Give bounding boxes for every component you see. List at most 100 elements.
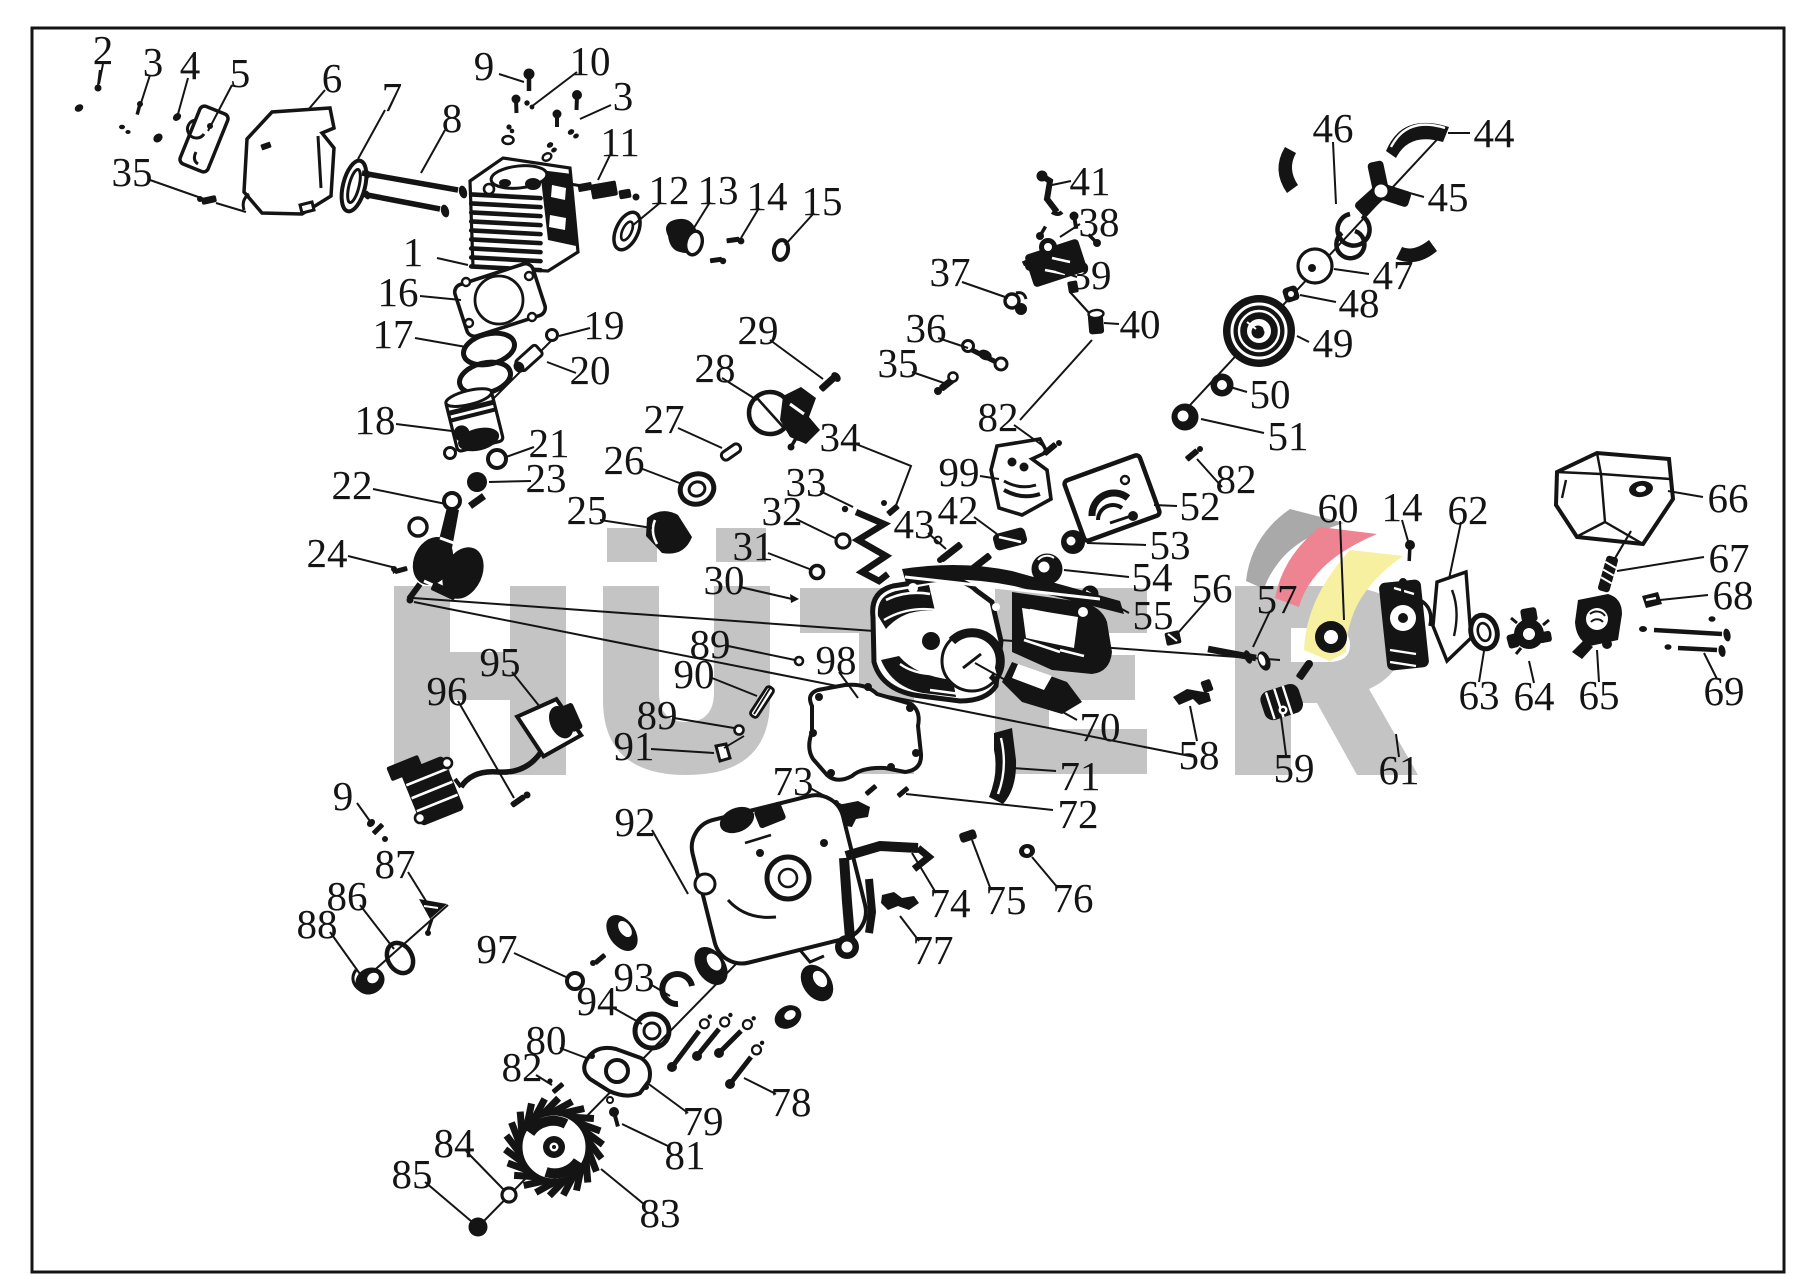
svg-text:88: 88 bbox=[297, 901, 338, 947]
svg-text:32: 32 bbox=[762, 488, 803, 534]
svg-text:84: 84 bbox=[434, 1120, 475, 1166]
svg-text:97: 97 bbox=[477, 926, 518, 972]
svg-text:90: 90 bbox=[674, 651, 715, 697]
svg-text:42: 42 bbox=[938, 487, 979, 533]
svg-text:39: 39 bbox=[1071, 252, 1112, 298]
svg-text:75: 75 bbox=[986, 877, 1027, 923]
svg-text:89: 89 bbox=[637, 692, 678, 738]
svg-text:72: 72 bbox=[1058, 791, 1099, 837]
svg-text:19: 19 bbox=[584, 302, 625, 348]
svg-text:29: 29 bbox=[738, 307, 779, 353]
svg-text:53: 53 bbox=[1150, 522, 1191, 568]
svg-text:70: 70 bbox=[1080, 704, 1121, 750]
svg-text:56: 56 bbox=[1192, 565, 1233, 611]
svg-text:35: 35 bbox=[112, 149, 153, 195]
svg-text:7: 7 bbox=[382, 74, 403, 120]
svg-text:55: 55 bbox=[1133, 592, 1174, 638]
svg-text:3: 3 bbox=[613, 73, 634, 119]
svg-text:28: 28 bbox=[695, 345, 736, 391]
svg-text:9: 9 bbox=[474, 43, 495, 89]
svg-text:64: 64 bbox=[1514, 673, 1555, 719]
svg-text:71: 71 bbox=[1060, 753, 1101, 799]
svg-text:82: 82 bbox=[1216, 456, 1257, 502]
svg-text:63: 63 bbox=[1459, 672, 1500, 718]
svg-text:92: 92 bbox=[615, 799, 656, 845]
svg-text:27: 27 bbox=[644, 396, 685, 442]
svg-text:20: 20 bbox=[570, 347, 611, 393]
svg-text:59: 59 bbox=[1274, 745, 1315, 791]
svg-text:54: 54 bbox=[1132, 554, 1173, 600]
svg-text:51: 51 bbox=[1268, 413, 1309, 459]
svg-text:43: 43 bbox=[894, 501, 935, 547]
svg-text:18: 18 bbox=[355, 397, 396, 443]
svg-text:96: 96 bbox=[427, 668, 468, 714]
svg-text:58: 58 bbox=[1179, 732, 1220, 778]
svg-text:86: 86 bbox=[327, 873, 368, 919]
svg-text:22: 22 bbox=[332, 462, 373, 508]
svg-text:17: 17 bbox=[373, 311, 414, 357]
svg-text:82: 82 bbox=[978, 394, 1019, 440]
svg-text:73: 73 bbox=[773, 758, 814, 804]
svg-text:10: 10 bbox=[570, 38, 611, 84]
svg-text:25: 25 bbox=[567, 487, 608, 533]
svg-text:26: 26 bbox=[604, 437, 645, 483]
svg-text:4: 4 bbox=[180, 42, 201, 88]
svg-text:44: 44 bbox=[1474, 110, 1515, 156]
svg-text:95: 95 bbox=[480, 639, 521, 685]
svg-text:34: 34 bbox=[820, 414, 861, 460]
svg-text:11: 11 bbox=[600, 119, 639, 165]
svg-text:1: 1 bbox=[403, 229, 424, 275]
svg-text:65: 65 bbox=[1579, 672, 1620, 718]
svg-text:47: 47 bbox=[1373, 252, 1414, 298]
svg-text:81: 81 bbox=[665, 1132, 706, 1178]
svg-text:78: 78 bbox=[771, 1079, 812, 1125]
svg-text:6: 6 bbox=[322, 55, 343, 101]
svg-text:38: 38 bbox=[1079, 199, 1120, 245]
svg-text:23: 23 bbox=[526, 455, 567, 501]
svg-text:46: 46 bbox=[1313, 105, 1354, 151]
svg-text:77: 77 bbox=[913, 927, 954, 973]
svg-text:82: 82 bbox=[502, 1044, 543, 1090]
svg-text:36: 36 bbox=[906, 305, 947, 351]
svg-text:50: 50 bbox=[1250, 371, 1291, 417]
svg-text:79: 79 bbox=[683, 1098, 724, 1144]
svg-text:35: 35 bbox=[878, 340, 919, 386]
svg-text:62: 62 bbox=[1448, 487, 1489, 533]
svg-text:94: 94 bbox=[577, 978, 618, 1024]
svg-text:67: 67 bbox=[1709, 535, 1750, 581]
svg-text:98: 98 bbox=[816, 637, 857, 683]
svg-text:21: 21 bbox=[529, 420, 570, 466]
svg-text:13: 13 bbox=[698, 167, 739, 213]
svg-text:76: 76 bbox=[1053, 875, 1094, 921]
svg-text:14: 14 bbox=[747, 173, 788, 219]
svg-text:37: 37 bbox=[930, 249, 971, 295]
svg-text:15: 15 bbox=[802, 178, 843, 224]
svg-text:40: 40 bbox=[1120, 301, 1161, 347]
svg-text:12: 12 bbox=[649, 167, 690, 213]
svg-text:60: 60 bbox=[1318, 485, 1359, 531]
svg-text:41: 41 bbox=[1070, 158, 1111, 204]
svg-text:52: 52 bbox=[1180, 483, 1221, 529]
svg-text:74: 74 bbox=[930, 880, 971, 926]
svg-text:2: 2 bbox=[93, 27, 114, 73]
svg-text:61: 61 bbox=[1379, 747, 1420, 793]
svg-text:89: 89 bbox=[690, 621, 731, 667]
svg-text:69: 69 bbox=[1704, 668, 1745, 714]
svg-text:48: 48 bbox=[1339, 280, 1380, 326]
svg-text:3: 3 bbox=[143, 39, 164, 85]
svg-text:24: 24 bbox=[307, 530, 348, 576]
svg-text:9: 9 bbox=[333, 773, 354, 819]
svg-text:16: 16 bbox=[378, 269, 419, 315]
svg-text:68: 68 bbox=[1713, 572, 1754, 618]
svg-text:31: 31 bbox=[733, 523, 774, 569]
svg-text:30: 30 bbox=[704, 557, 745, 603]
svg-text:99: 99 bbox=[939, 449, 980, 495]
svg-text:8: 8 bbox=[442, 95, 463, 141]
svg-text:85: 85 bbox=[392, 1151, 433, 1197]
svg-text:5: 5 bbox=[230, 50, 251, 96]
svg-text:80: 80 bbox=[526, 1017, 567, 1063]
svg-text:49: 49 bbox=[1313, 320, 1354, 366]
svg-text:57: 57 bbox=[1257, 576, 1298, 622]
svg-text:91: 91 bbox=[614, 723, 655, 769]
svg-text:14: 14 bbox=[1382, 484, 1423, 530]
